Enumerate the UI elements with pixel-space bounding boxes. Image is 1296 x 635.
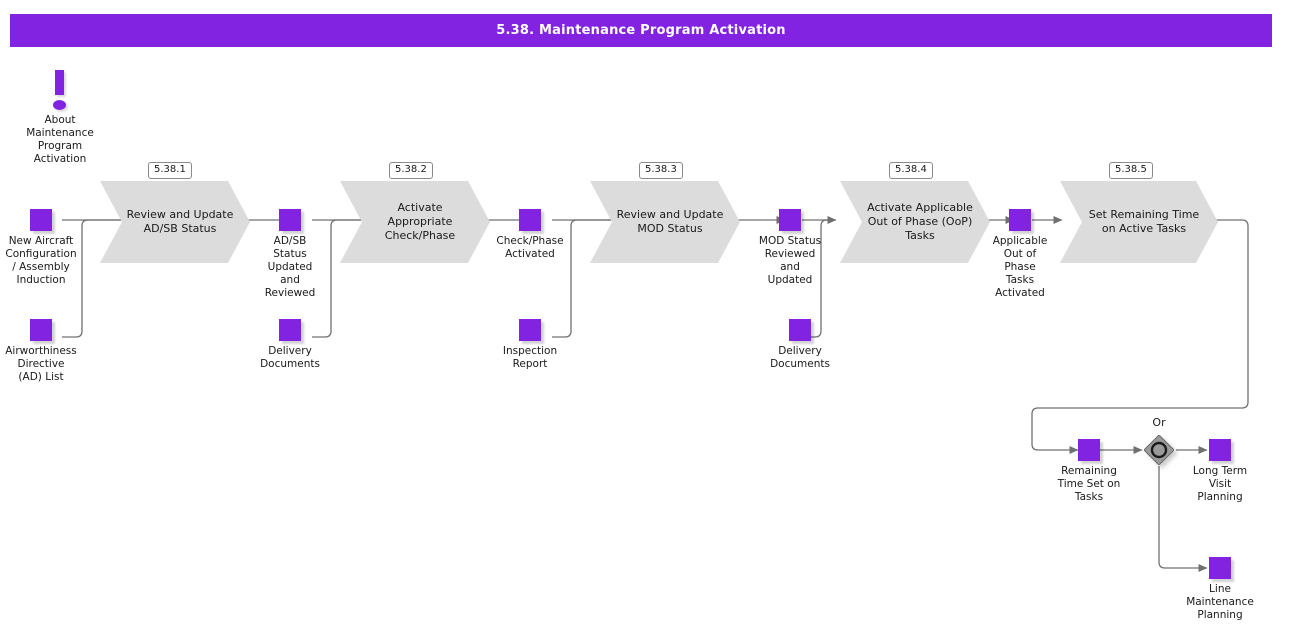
dataobject-mod-status-reviewed[interactable]: [779, 209, 801, 231]
activity-tag-2: 5.38.2: [389, 162, 433, 179]
activity-tag-5: 5.38.5: [1109, 162, 1153, 179]
dataobject-label-check-phase-activated: Check/Phase Activated: [496, 235, 564, 260]
dataobject-applicable-oop-tasks-activated[interactable]: [1009, 209, 1031, 231]
dataobject-check-phase-activated[interactable]: [519, 209, 541, 231]
page-title: 5.38. Maintenance Program Activation: [10, 14, 1272, 47]
dataobject-new-aircraft-configuration[interactable]: [30, 209, 52, 231]
dataobject-label-mod-status-reviewed: MOD Status Reviewed and Updated: [758, 235, 822, 286]
activity-tag-1: 5.38.1: [148, 162, 192, 179]
exclamation-dot-icon: [53, 100, 66, 110]
activity-activate-applicable-oop-tasks[interactable]: Activate Applicable Out of Phase (OoP) T…: [840, 181, 990, 263]
dataobject-long-term-visit-planning[interactable]: [1209, 439, 1231, 461]
dataobject-airworthiness-directive-list[interactable]: [30, 319, 52, 341]
dataobject-remaining-time-set-on-tasks[interactable]: [1078, 439, 1100, 461]
dataobject-label-applicable-oop-tasks-activated: Applicable Out of Phase Tasks Activated: [992, 235, 1048, 299]
activity-activate-appropriate-check-phase[interactable]: Activate Appropriate Check/Phase: [340, 181, 490, 263]
dataobject-delivery-documents-2[interactable]: [789, 319, 811, 341]
inclusive-or-gateway[interactable]: [1144, 435, 1174, 465]
gateway-label: Or: [1152, 416, 1166, 429]
dataobject-label-new-aircraft-configuration: New Aircraft Configuration / Assembly In…: [5, 235, 77, 286]
dataobject-label-delivery-documents-1: Delivery Documents: [260, 345, 320, 370]
activity-label-4: Activate Applicable Out of Phase (OoP) T…: [867, 201, 973, 242]
dataobject-label-long-term-visit-planning: Long Term Visit Planning: [1192, 465, 1248, 503]
dataobject-inspection-report[interactable]: [519, 319, 541, 341]
dataobject-adsb-status-updated[interactable]: [279, 209, 301, 231]
about-annotation-label: About Maintenance Program Activation: [26, 114, 94, 165]
activity-review-update-adsb-status[interactable]: Review and Update AD/SB Status: [100, 181, 250, 263]
dataobject-delivery-documents-1[interactable]: [279, 319, 301, 341]
activity-label-1: Review and Update AD/SB Status: [126, 208, 234, 235]
activity-tag-4: 5.38.4: [889, 162, 933, 179]
dataobject-label-inspection-report: Inspection Report: [502, 345, 558, 370]
activity-label-3: Review and Update MOD Status: [616, 208, 724, 235]
activity-set-remaining-time-on-active-tasks[interactable]: Set Remaining Time on Active Tasks: [1060, 181, 1218, 263]
dataobject-label-remaining-time-set-on-tasks: Remaining Time Set on Tasks: [1057, 465, 1121, 503]
activity-label-2: Activate Appropriate Check/Phase: [384, 201, 456, 242]
activity-review-update-mod-status[interactable]: Review and Update MOD Status: [590, 181, 740, 263]
dataobject-label-delivery-documents-2: Delivery Documents: [770, 345, 830, 370]
activity-label-5: Set Remaining Time on Active Tasks: [1088, 208, 1200, 235]
dataobject-label-line-maintenance-planning: Line Maintenance Planning: [1186, 583, 1254, 621]
dataobject-label-adsb-status-updated: AD/SB Status Updated and Reviewed: [264, 235, 316, 299]
dataobject-label-airworthiness-directive-list: Airworthiness Directive (AD) List: [5, 345, 77, 383]
exclamation-icon: [55, 70, 64, 95]
activity-tag-3: 5.38.3: [639, 162, 683, 179]
dataobject-line-maintenance-planning[interactable]: [1209, 557, 1231, 579]
